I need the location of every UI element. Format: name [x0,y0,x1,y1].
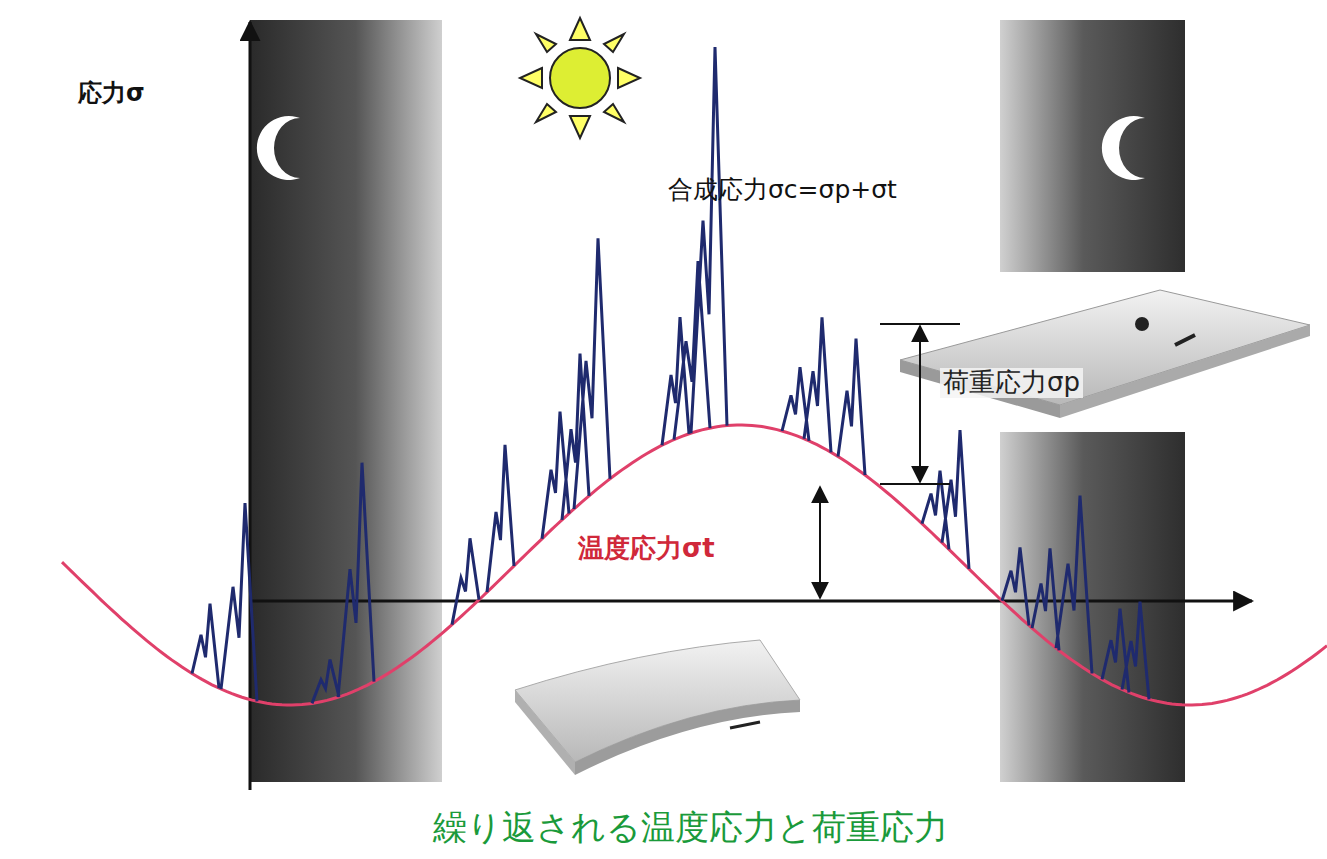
temperature-dimension [819,487,821,598]
temperature-stress-label: 温度応力σt [578,534,715,564]
formula-label: 合成応力σc=σp+σt [668,176,897,205]
night-panel [1000,20,1185,272]
moon [257,116,300,180]
deck-plate-load [900,290,1310,418]
moon [1102,116,1145,180]
load-dimension [880,324,960,484]
caption: 繰り返される温度応力と荷重応力 [433,808,948,847]
temperature-stress-curve [62,425,1327,705]
axis-label: 応力σ [78,80,145,108]
night-panel [250,20,442,782]
x-axis [250,600,1252,603]
load-stress-label: 荷重応力σp [940,368,1083,398]
y-axis [249,22,252,790]
deck-plate-thermal [515,640,800,775]
combined-stress-curve [192,47,1149,703]
sun [520,18,640,138]
